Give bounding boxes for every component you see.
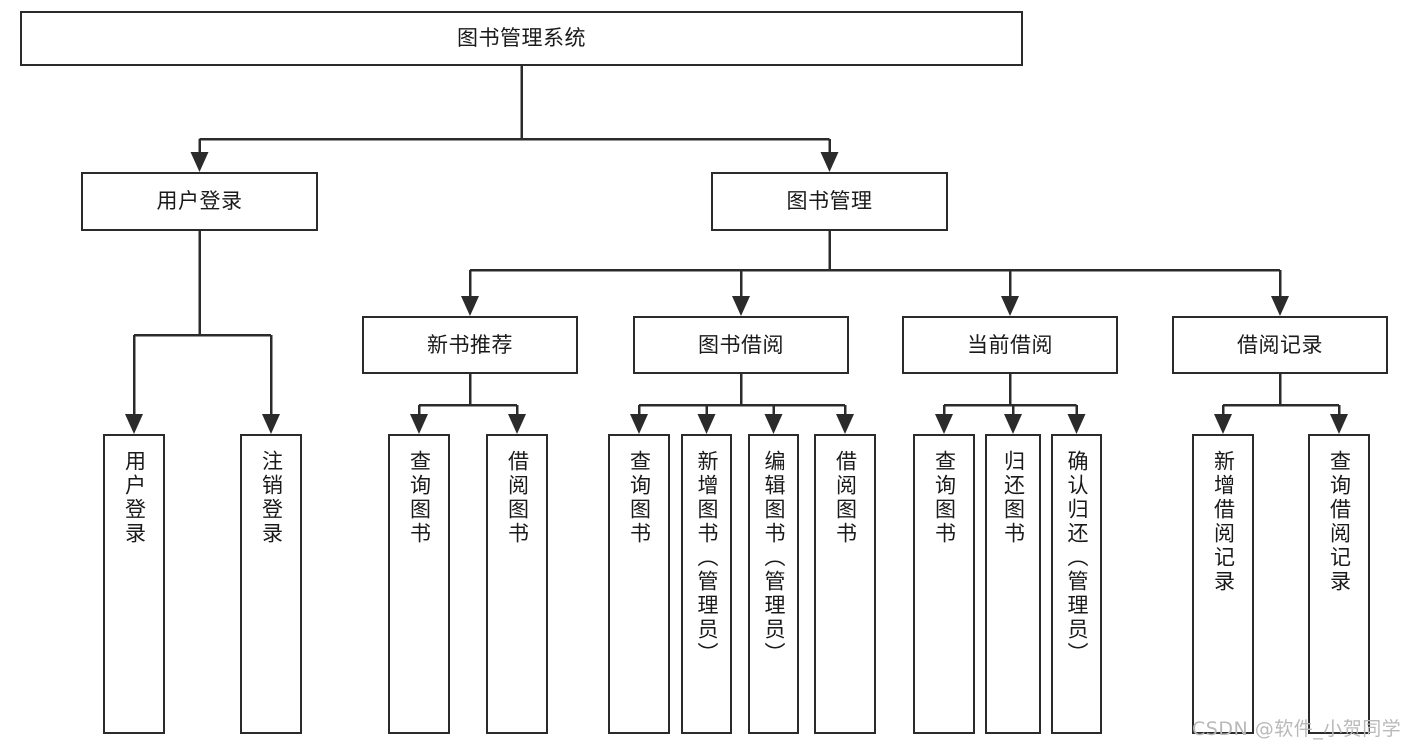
node-book-borrow[interactable]: 图书借阅 bbox=[633, 316, 849, 374]
node-leaf-query-book-borrow[interactable]: 查询图书 bbox=[608, 434, 670, 734]
node-leaf-query-book-recommend[interactable]: 查询图书 bbox=[388, 434, 450, 734]
node-label: 查询图书 bbox=[932, 450, 957, 546]
arrow-icon-book-borrow-0 bbox=[630, 414, 648, 434]
node-leaf-add-book[interactable]: 新增图书（管理员） bbox=[681, 434, 732, 734]
arrow-icon-book-manage-2 bbox=[1001, 296, 1019, 316]
arrow-icon-root-1 bbox=[820, 152, 839, 172]
node-leaf-logout-login[interactable]: 注销登录 bbox=[240, 434, 302, 734]
arrow-icon-book-borrow-1 bbox=[697, 414, 716, 434]
node-label: 查询图书 bbox=[627, 450, 652, 546]
arrow-icon-new-book-recommend-1 bbox=[508, 414, 526, 434]
arrow-icon-user-login-1 bbox=[262, 414, 280, 434]
node-label: 图书管理系统 bbox=[457, 26, 586, 51]
node-label: 用户登录 bbox=[156, 189, 243, 214]
node-label: 注销登录 bbox=[259, 450, 284, 546]
arrow-icon-borrow-record-1 bbox=[1330, 414, 1348, 434]
node-label: 用户登录 bbox=[122, 450, 147, 546]
node-new-book-recommend[interactable]: 新书推荐 bbox=[362, 316, 578, 374]
arrow-icon-current-borrow-0 bbox=[935, 414, 953, 434]
node-leaf-edit-book[interactable]: 编辑图书（管理员） bbox=[748, 434, 799, 734]
node-label: 借阅记录 bbox=[1237, 332, 1323, 357]
arrow-icon-book-manage-3 bbox=[1271, 296, 1289, 316]
watermark-label: CSDN @软件_小贺同学 bbox=[1192, 718, 1402, 740]
arrow-icon-book-manage-0 bbox=[461, 296, 479, 316]
node-leaf-user-login[interactable]: 用户登录 bbox=[103, 434, 165, 734]
arrow-icon-root-0 bbox=[190, 152, 209, 172]
node-label: 借阅图书 bbox=[833, 450, 858, 546]
arrow-icon-book-borrow-2 bbox=[764, 414, 783, 434]
node-label: 当前借阅 bbox=[967, 332, 1053, 357]
node-leaf-add-borrow-record[interactable]: 新增借阅记录 bbox=[1192, 434, 1254, 734]
node-book-manage[interactable]: 图书管理 bbox=[711, 172, 948, 231]
node-leaf-return-book[interactable]: 归还图书 bbox=[985, 434, 1041, 734]
arrow-icon-current-borrow-2 bbox=[1067, 414, 1086, 434]
node-label: 新增借阅记录 bbox=[1211, 450, 1236, 594]
node-label: 查询借阅记录 bbox=[1327, 450, 1352, 594]
node-label: 确认归还（管理员） bbox=[1065, 450, 1089, 666]
arrow-icon-book-manage-1 bbox=[732, 296, 750, 316]
node-user-login[interactable]: 用户登录 bbox=[81, 172, 318, 231]
node-current-borrow[interactable]: 当前借阅 bbox=[902, 316, 1118, 374]
arrow-icon-book-borrow-3 bbox=[836, 414, 854, 434]
node-borrow-record[interactable]: 借阅记录 bbox=[1172, 316, 1388, 374]
arrow-icon-new-book-recommend-0 bbox=[410, 414, 428, 434]
node-leaf-query-book-current[interactable]: 查询图书 bbox=[913, 434, 975, 734]
node-label: 归还图书 bbox=[1001, 450, 1026, 546]
node-label: 图书借阅 bbox=[698, 332, 784, 357]
arrow-icon-current-borrow-1 bbox=[1004, 414, 1022, 434]
node-label: 新书推荐 bbox=[427, 332, 513, 357]
node-label: 图书管理 bbox=[786, 189, 873, 214]
node-root[interactable]: 图书管理系统 bbox=[20, 11, 1023, 66]
node-label: 借阅图书 bbox=[505, 450, 530, 546]
arrow-icon-borrow-record-0 bbox=[1214, 414, 1232, 434]
node-leaf-borrow-book-recommend[interactable]: 借阅图书 bbox=[486, 434, 548, 734]
node-label: 编辑图书（管理员） bbox=[762, 450, 786, 666]
node-label: 查询图书 bbox=[407, 450, 432, 546]
arrow-icon-user-login-0 bbox=[125, 414, 143, 434]
node-leaf-query-borrow-record[interactable]: 查询借阅记录 bbox=[1308, 434, 1370, 734]
node-leaf-confirm-return[interactable]: 确认归还（管理员） bbox=[1051, 434, 1102, 734]
node-label: 新增图书（管理员） bbox=[695, 450, 719, 666]
node-leaf-borrow-book[interactable]: 借阅图书 bbox=[814, 434, 876, 734]
